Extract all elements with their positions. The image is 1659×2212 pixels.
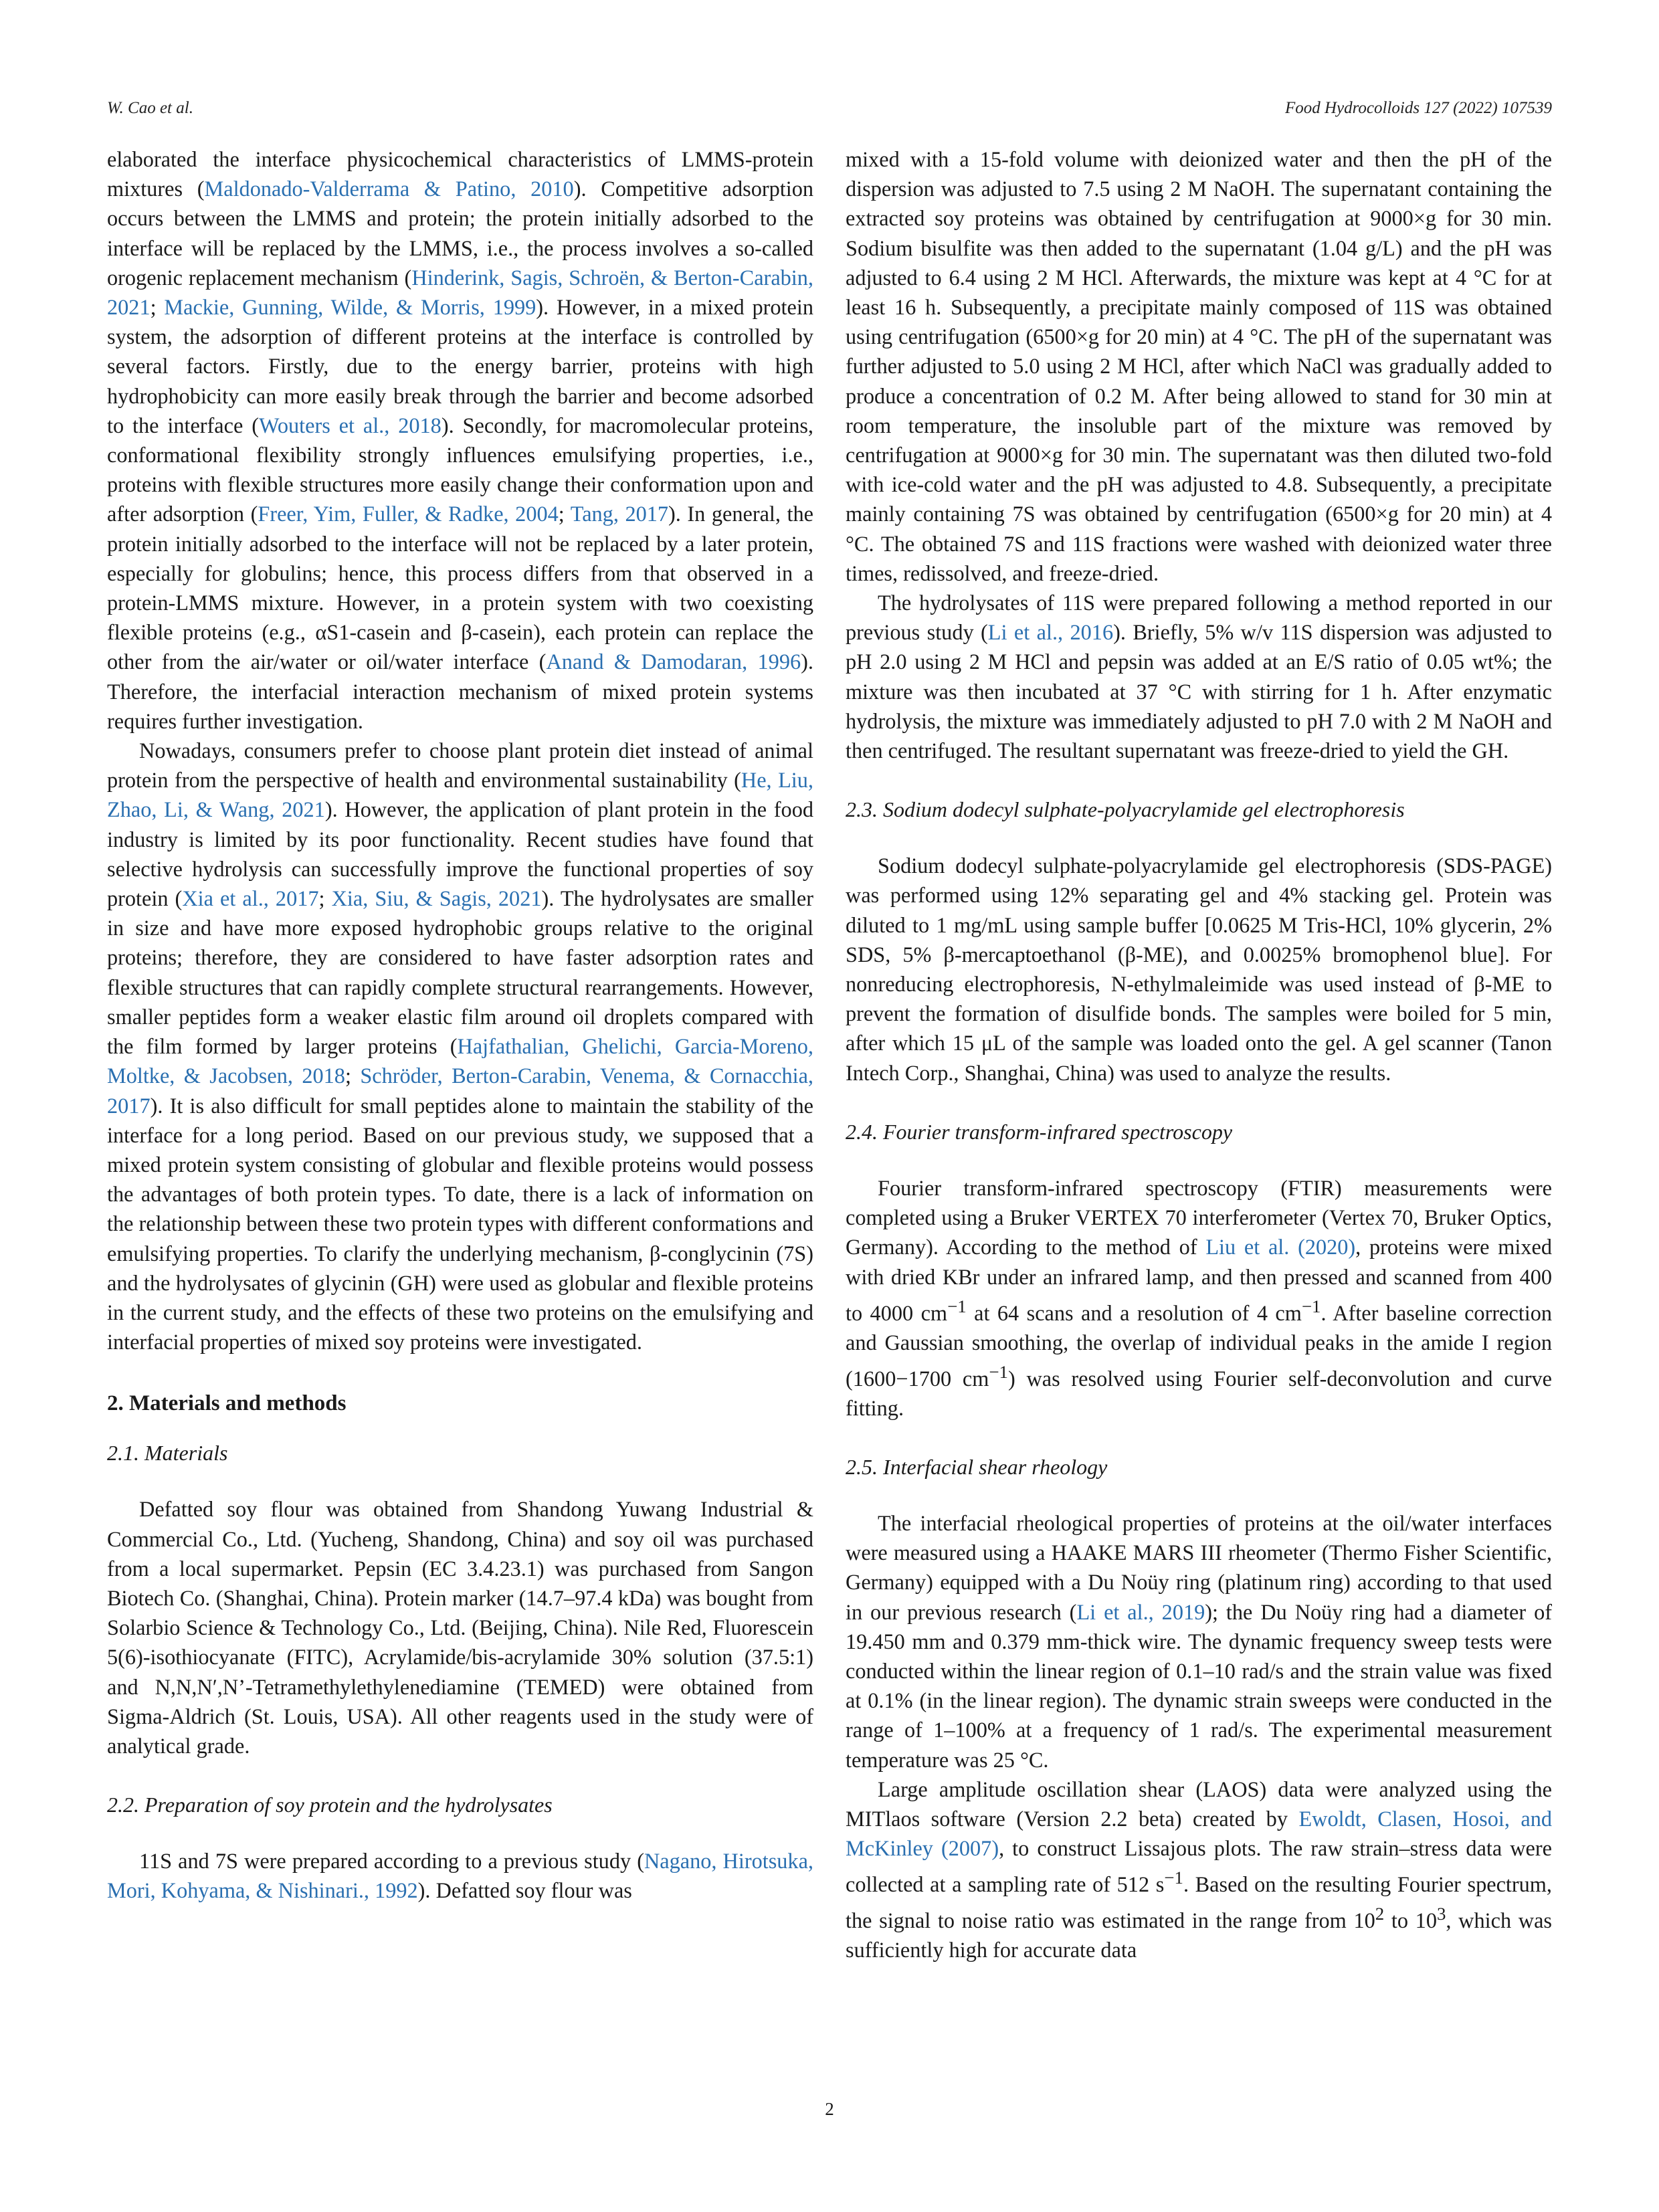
text: . After baseline correction and Gaussian… (846, 1300, 1552, 1391)
text: Fourier transform-infrared spectroscopy … (846, 1175, 1552, 1260)
paragraph: mixed with a 15-fold volume with deioniz… (846, 147, 1552, 585)
text: ). Therefore, the interfacial interactio… (107, 649, 813, 733)
text: 11S and 7S were prepared according to a … (139, 1849, 644, 1874)
paragraph: Fourier transform-infrared spectroscopy … (846, 1173, 1552, 1423)
subsection-heading: 2.3. Sodium dodecyl sulphate-polyacrylam… (846, 797, 1405, 822)
text: ; (150, 295, 165, 320)
citation-link[interactable]: Ewoldt, Clasen, Hosoi, and McKinley (200… (846, 1807, 1552, 1861)
text: , which was sufficiently high for accura… (846, 1908, 1552, 1963)
text: The hydrolysates of 11S were prepared fo… (846, 591, 1552, 645)
text: , proteins were mixed with dried KBr und… (846, 1235, 1552, 1325)
text: ); the Du Noüy ring had a diameter of 19… (846, 1599, 1552, 1772)
text: ; (318, 886, 332, 911)
running-header-author: W. Cao et al. (107, 99, 193, 117)
paragraph: Nowadays, consumers prefer to choose pla… (107, 736, 813, 1356)
page-number: 2 (825, 2099, 834, 2119)
citation-link[interactable]: Wouters et al., 2018 (258, 413, 442, 437)
citation-link[interactable]: Schröder, Berton-Carabin, Venema, & Corn… (107, 1064, 813, 1118)
text: ). In general, the protein initially ads… (107, 502, 813, 674)
paragraph: The interfacial rheological properties o… (846, 1508, 1552, 1775)
citation-link[interactable]: Li et al., 2016 (987, 620, 1114, 645)
subsection-heading: 2.1. Materials (107, 1441, 228, 1466)
text: Large amplitude oscillation shear (LAOS)… (846, 1777, 1552, 1831)
text: elaborated the interface physicochemical… (107, 147, 813, 201)
text: The interfacial rheological properties o… (846, 1511, 1552, 1624)
paragraph: Large amplitude oscillation shear (LAOS)… (846, 1775, 1552, 1965)
text: ). Briefly, 5% w/v 11S dispersion was ad… (846, 620, 1552, 763)
right-column: mixed with a 15-fold volume with deioniz… (846, 144, 1552, 1965)
text: , to construct Lissajous plots. The raw … (846, 1836, 1552, 1897)
citation-link[interactable]: Xia et al., 2017 (182, 886, 319, 911)
paragraph: elaborated the interface physicochemical… (107, 144, 813, 736)
superscript: 2 (1375, 1904, 1385, 1924)
paragraph: 11S and 7S were prepared according to a … (107, 1846, 813, 1905)
text: to 10 (1384, 1908, 1437, 1933)
text: ). However, the application of plant pro… (107, 797, 813, 911)
superscript: −1 (989, 1361, 1008, 1382)
paragraph: Defatted soy flour was obtained from Sha… (107, 1497, 813, 1758)
superscript: −1 (947, 1296, 967, 1316)
section-heading: 2. Materials and methods (107, 1391, 347, 1416)
citation-link[interactable]: Nagano, Hirotsuka, Mori, Kohyama, & Nish… (107, 1849, 813, 1903)
citation-link[interactable]: Xia, Siu, & Sagis, 2021 (331, 886, 542, 911)
text: ). Defatted soy flour was (417, 1878, 632, 1903)
text: ). Competitive adsorption occurs between… (107, 177, 814, 290)
text: ; (558, 502, 571, 526)
superscript: −1 (1301, 1296, 1321, 1316)
text: ). Secondly, for macromolecular proteins… (107, 413, 813, 526)
text: ; (345, 1064, 361, 1088)
paragraph: The hydrolysates of 11S were prepared fo… (846, 588, 1552, 765)
citation-link[interactable]: Hajfathalian, Ghelichi, Garcia-Moreno, M… (107, 1034, 813, 1088)
superscript: 3 (1436, 1904, 1446, 1924)
left-column: elaborated the interface physicochemical… (107, 144, 813, 1906)
citation-link[interactable]: Hinderink, Sagis, Schroën, & Berton-Cara… (107, 265, 813, 320)
subsection-heading: 2.2. Preparation of soy protein and the … (107, 1793, 553, 1817)
text: at 64 scans and a resolution of 4 cm (966, 1300, 1302, 1325)
citation-link[interactable]: He, Liu, Zhao, Li, & Wang, 2021 (107, 768, 813, 822)
citation-link[interactable]: Mackie, Gunning, Wilde, & Morris, 1999 (164, 295, 536, 320)
text: ). However, in a mixed protein system, t… (107, 295, 813, 437)
running-header-journal: Food Hydrocolloids 127 (2022) 107539 (1284, 99, 1552, 117)
text: ) was resolved using Fourier self-deconv… (846, 1366, 1552, 1420)
text: Nowadays, consumers prefer to choose pla… (107, 738, 813, 793)
text: ). It is also difficult for small peptid… (107, 1093, 813, 1354)
citation-link[interactable]: Anand & Damodaran, 1996 (546, 649, 801, 674)
citation-link[interactable]: Tang, 2017 (570, 502, 669, 526)
text: ). The hydrolysates are smaller in size … (107, 886, 813, 1059)
paragraph: Sodium dodecyl sulphate-polyacrylamide g… (846, 853, 1552, 1085)
subsection-heading: 2.5. Interfacial shear rheology (846, 1455, 1108, 1480)
text: . Based on the resulting Fourier spectru… (846, 1872, 1552, 1933)
citation-link[interactable]: Liu et al. (2020) (1205, 1235, 1356, 1260)
subsection-heading: 2.4. Fourier transform-infrared spectros… (846, 1119, 1233, 1144)
citation-link[interactable]: Maldonado-Valderrama & Patino, 2010 (204, 177, 574, 201)
citation-link[interactable]: Li et al., 2019 (1076, 1599, 1205, 1624)
superscript: −1 (1164, 1868, 1183, 1888)
citation-link[interactable]: Freer, Yim, Fuller, & Radke, 2004 (258, 502, 559, 526)
